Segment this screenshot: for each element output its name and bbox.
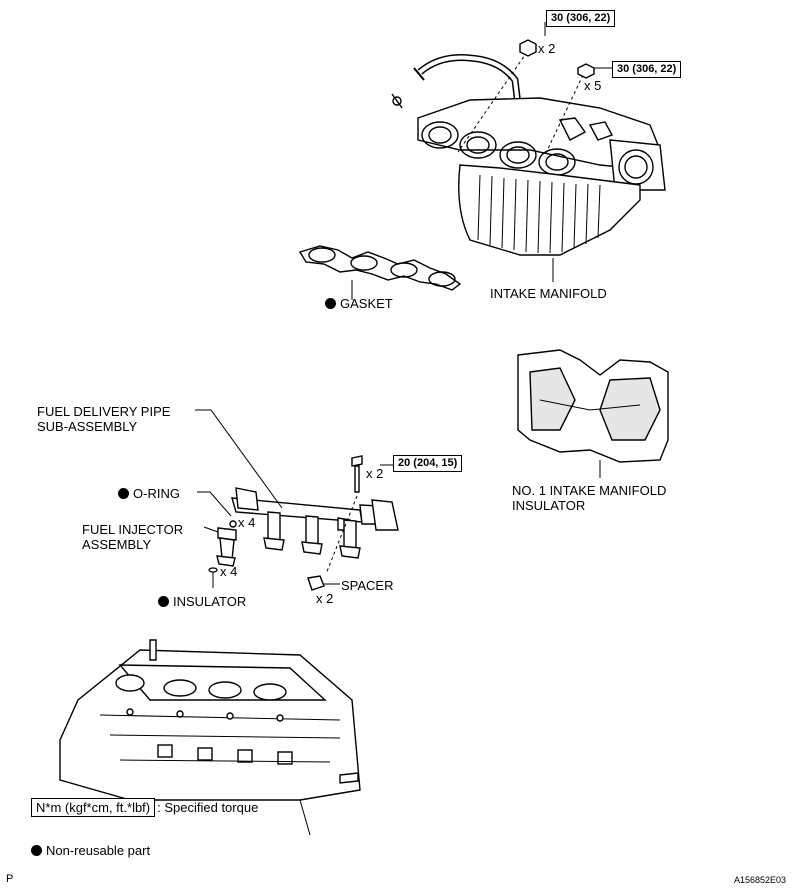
torque-box-bolt-upper: 30 (306, 22) — [612, 61, 682, 78]
legend-torque-text: : Specified torque — [157, 800, 259, 815]
figure-id: A156852E03 — [734, 875, 787, 885]
pipe-bolt — [351, 455, 363, 493]
torque-box-bolt-pipe: 20 (204, 15) — [393, 455, 463, 472]
label-no1-insulator-line1: NO. 1 INTAKE MANIFOLD — [512, 483, 667, 498]
qty-nut-upper: x 2 — [538, 41, 556, 56]
gasket-drawing — [298, 245, 462, 300]
footer-left-code: P — [6, 873, 14, 885]
label-o-ring-text: O-RING — [133, 486, 180, 501]
label-no1-insulator-line2: INSULATOR — [512, 498, 586, 513]
label-gasket: GASKET — [325, 296, 393, 311]
legend-torque-key: N*m (kgf*cm, ft.*lbf) — [31, 798, 156, 817]
cylinder-head-drawing — [59, 639, 361, 836]
label-fuel-injector: FUEL INJECTOR ASSEMBLY — [82, 522, 183, 552]
label-fuel-injector-line1: FUEL INJECTOR — [82, 522, 184, 537]
label-spacer: SPACER — [341, 578, 394, 593]
legend-torque: N*m (kgf*cm, ft.*lbf): Specified torque — [31, 798, 258, 817]
non-reusable-dot-icon — [325, 298, 336, 309]
label-fuel-delivery-pipe-line2: SUB-ASSEMBLY — [37, 419, 138, 434]
qty-insulator: x 4 — [220, 564, 238, 579]
label-insulator: INSULATOR — [158, 594, 246, 609]
qty-o-ring: x 4 — [238, 515, 256, 530]
label-no1-insulator: NO. 1 INTAKE MANIFOLD INSULATOR — [512, 483, 666, 513]
qty-spacer: x 2 — [316, 591, 334, 606]
spacer — [307, 575, 325, 591]
upper-fasteners — [519, 39, 595, 79]
label-fuel-delivery-pipe: FUEL DELIVERY PIPE SUB-ASSEMBLY — [37, 404, 170, 434]
fastener-leaders — [457, 22, 612, 156]
no1-insulator-drawing — [517, 349, 669, 478]
legend-non-reusable: Non-reusable part — [31, 843, 150, 858]
insulator-ring — [208, 567, 218, 588]
label-insulator-text: INSULATOR — [173, 594, 247, 609]
legend-non-reusable-text: Non-reusable part — [46, 843, 151, 858]
torque-box-nut-upper: 30 (306, 22) — [546, 10, 616, 27]
fuel-injector-loose — [216, 520, 237, 567]
fuel-leaders — [195, 409, 393, 585]
label-intake-manifold: INTAKE MANIFOLD — [490, 286, 607, 301]
label-fuel-delivery-pipe-line1: FUEL DELIVERY PIPE — [37, 404, 171, 419]
non-reusable-dot-icon — [118, 488, 129, 499]
fuel-rail-drawing — [231, 487, 399, 559]
non-reusable-dot-icon — [31, 845, 42, 856]
label-o-ring: O-RING — [118, 486, 180, 501]
non-reusable-dot-icon — [158, 596, 169, 607]
qty-bolt-upper: x 5 — [584, 78, 602, 93]
intake-manifold-drawing — [391, 54, 666, 256]
qty-bolt-pipe: x 2 — [366, 466, 384, 481]
label-fuel-injector-line2: ASSEMBLY — [82, 537, 152, 552]
label-gasket-text: GASKET — [340, 296, 393, 311]
